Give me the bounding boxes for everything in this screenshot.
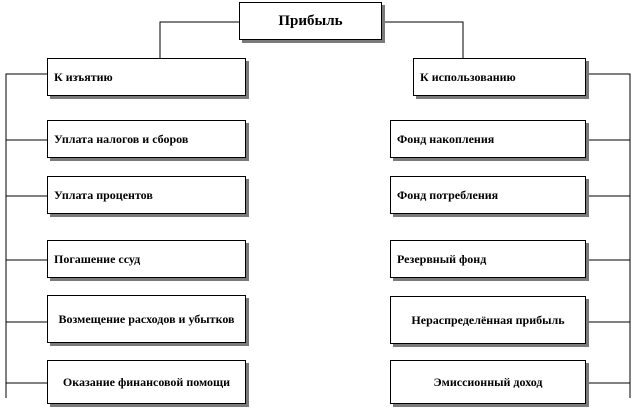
right-item-box-4: Нераспределённая прибыль (390, 296, 586, 344)
left-item-text-1: Уплата налогов и сборов (54, 131, 189, 146)
right-spine (586, 73, 631, 398)
left-item-box-5: Оказание финансовой помощи (47, 360, 246, 404)
left-item-box-3: Погашение ссуд (47, 240, 246, 278)
left-item-box-2: Уплата процентов (47, 176, 246, 214)
right-item-text-5: Эмиссионный доход (433, 374, 543, 389)
left-item-text-4: Возмещение расходов и убытков (58, 311, 235, 326)
right-item-text-4: Нераспределённая прибыль (411, 312, 565, 327)
right-item-box-2: Фонд потребления (390, 176, 586, 214)
left-header-text: К изъятию (54, 69, 113, 84)
title-text: Прибыль (278, 12, 343, 29)
connector-title-right (382, 21, 464, 58)
left-spine (5, 73, 47, 398)
title-box: Прибыль (239, 2, 382, 40)
right-item-box-1: Фонд накопления (390, 120, 586, 158)
left-header-box: К изъятию (47, 58, 246, 96)
right-item-text-1: Фонд накопления (397, 131, 495, 146)
right-item-text-3: Резервный фонд (397, 251, 487, 266)
right-item-box-3: Резервный фонд (390, 240, 586, 278)
left-item-text-5: Оказание финансовой помощи (62, 374, 231, 389)
left-item-text-3: Погашение ссуд (54, 251, 141, 266)
right-header-box: К использованию (413, 58, 586, 96)
connector-title-left (159, 21, 239, 58)
right-item-box-5: Эмиссионный доход (390, 360, 586, 404)
right-header-text: К использованию (420, 69, 516, 84)
left-item-text-2: Уплата процентов (54, 187, 153, 202)
left-item-box-4: Возмещение расходов и убытков (47, 295, 246, 343)
right-item-text-2: Фонд потребления (397, 187, 499, 202)
left-item-box-1: Уплата налогов и сборов (47, 120, 246, 158)
